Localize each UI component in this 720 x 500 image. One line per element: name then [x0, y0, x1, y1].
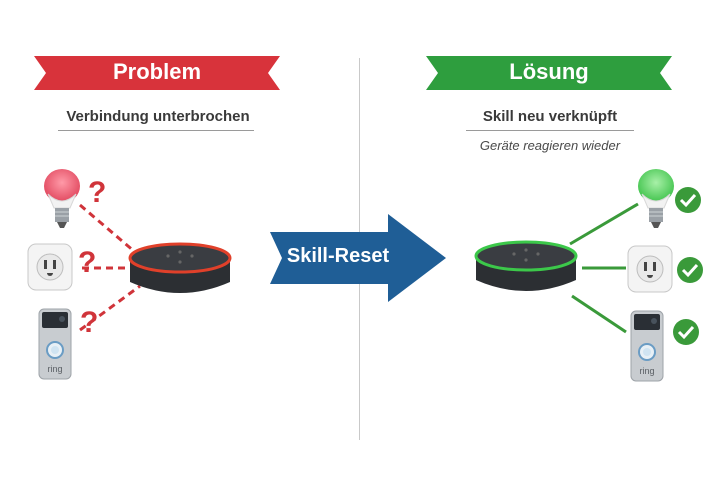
skill-reset-label: Skill-Reset — [286, 245, 390, 267]
problem-banner — [34, 56, 280, 90]
smart-bulb-icon — [638, 169, 674, 228]
solution-subtitle-underline — [466, 130, 634, 131]
echo-dot-icon — [474, 240, 578, 291]
ring-doorbell-icon — [630, 310, 664, 382]
solution-subtitle: Skill neu verknüpft — [482, 108, 618, 125]
doorbell-brand-label: ring — [47, 364, 63, 374]
solution-title: Lösung — [509, 59, 589, 84]
problem-title: Problem — [112, 59, 202, 84]
smart-plug-icon — [627, 245, 673, 293]
solution-note: Geräte reagieren wieder — [479, 138, 621, 153]
question-mark-icon: ? — [78, 246, 97, 279]
question-mark-icon: ? — [80, 306, 99, 339]
check-icon — [675, 187, 701, 213]
problem-broken-links — [79, 203, 143, 332]
solution-connected-links — [569, 202, 639, 334]
doorbell-brand-label: ring — [639, 366, 655, 376]
smart-bulb-icon — [44, 169, 80, 228]
skill-reset-arrow — [270, 214, 446, 302]
ring-doorbell-icon — [38, 308, 72, 380]
problem-subtitle-underline — [58, 130, 254, 131]
problem-subtitle: Verbindung unterbrochen — [66, 108, 250, 125]
solution-banner — [426, 56, 672, 90]
question-mark-icon: ? — [88, 176, 107, 209]
smart-plug-icon — [27, 243, 73, 291]
check-icon — [677, 257, 703, 283]
check-icon — [673, 319, 699, 345]
echo-dot-icon — [128, 242, 232, 293]
